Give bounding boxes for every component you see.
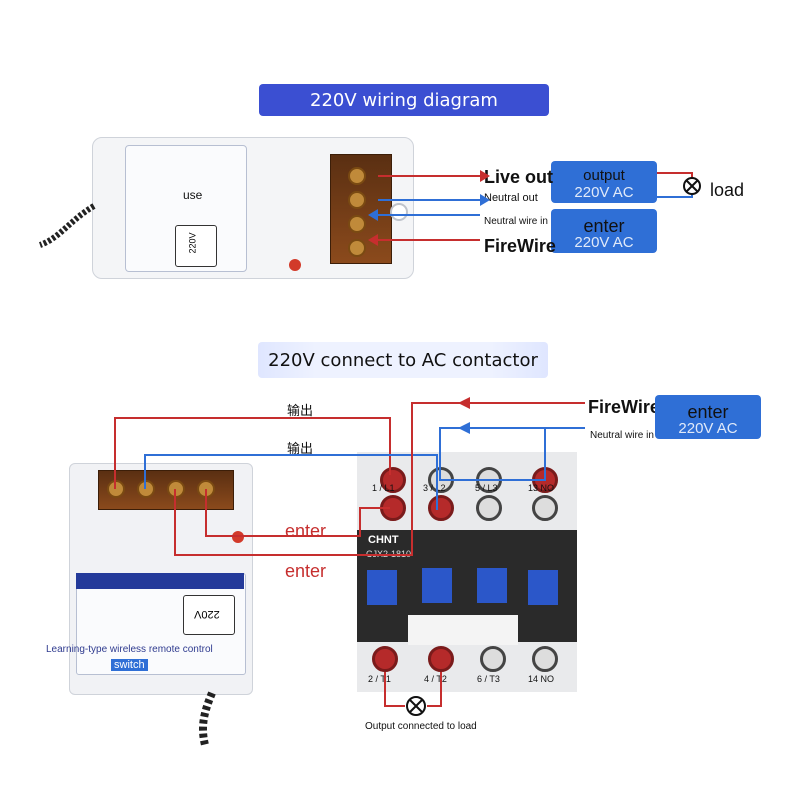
device-blue-stripe bbox=[76, 573, 244, 589]
device-caption-line-1: Learning-type wireless remote control bbox=[46, 644, 213, 655]
enter-box-label-top: enter bbox=[583, 216, 625, 236]
mount-hole-top bbox=[390, 203, 408, 221]
load-wire-bottom-left bbox=[384, 672, 405, 707]
terminal-label-top-3: 5 / L3 bbox=[475, 483, 498, 493]
load-lamp-cross-2 bbox=[685, 179, 699, 193]
neutral-wire-in-label-bottom: Neutral wire in bbox=[590, 430, 654, 441]
title-ac-contactor-text: 220V connect to AC contactor bbox=[268, 349, 538, 371]
contactor-face-panel bbox=[408, 615, 518, 645]
contactor-brand: CHNT bbox=[368, 534, 399, 546]
power-cable-top bbox=[38, 203, 96, 248]
output-label-1: 输出 bbox=[287, 403, 314, 418]
load-caption-bottom: Output connected to load bbox=[365, 721, 477, 732]
neutral-out-arrow bbox=[480, 194, 490, 206]
enter-box-sub-bottom: 220V AC bbox=[678, 420, 738, 437]
title-ac-contactor-bg bbox=[258, 342, 548, 378]
contactor-blue-block bbox=[367, 570, 397, 605]
enter-220v-box-bottom: enter 220V AC bbox=[655, 395, 761, 439]
neutral-in-arrow bbox=[368, 209, 378, 221]
firewire-bottom-arrow bbox=[458, 397, 470, 409]
top-wires bbox=[368, 170, 701, 246]
neutral-wire-in-label-top: Neutral wire in bbox=[484, 216, 548, 227]
output-220v-box: output 220V AC bbox=[551, 161, 657, 203]
firewire-label-top: FireWire bbox=[484, 236, 556, 256]
terminal-label-top-4: 13 NO bbox=[528, 483, 555, 493]
terminal-label-top-2: 3 / L2 bbox=[423, 483, 446, 493]
contactor-screw-l1 bbox=[380, 467, 406, 493]
terminal-screw bbox=[348, 215, 366, 233]
output-box-sub: 220V AC bbox=[574, 184, 634, 201]
contactor-screw-14no bbox=[532, 646, 558, 672]
device-mode-panel-top: 220V bbox=[175, 225, 217, 267]
firewire-label-bottom: FireWire bbox=[588, 397, 660, 417]
terminal-label-bottom-1: 2 / T1 bbox=[368, 674, 391, 684]
title-wiring-diagram-text: 220V wiring diagram bbox=[310, 89, 498, 111]
firewire-in-arrow bbox=[368, 234, 378, 246]
terminal-screw bbox=[348, 167, 366, 185]
load-lamp-bottom-cross-2 bbox=[409, 699, 423, 713]
contactor-screw bbox=[532, 495, 558, 521]
live-out-arrow bbox=[480, 170, 490, 182]
contactor-blue-block bbox=[477, 568, 507, 603]
terminal-label-bottom-2: 4 / T2 bbox=[424, 674, 447, 684]
indicator-led-top bbox=[289, 259, 301, 271]
bottom-wires bbox=[114, 397, 585, 716]
output-wire-blue bbox=[144, 454, 438, 510]
terminal-screw bbox=[348, 239, 366, 257]
contactor-screw-t2 bbox=[428, 646, 454, 672]
contactor-screw-a2 bbox=[428, 495, 454, 521]
live-out-label: Live out bbox=[484, 167, 554, 187]
terminal-label-top-1: 1 / L1 bbox=[372, 483, 395, 493]
load-wire-bottom-right bbox=[427, 672, 442, 707]
enter-wire bbox=[205, 489, 390, 537]
output-wire-red bbox=[114, 417, 391, 489]
output-box-label: output bbox=[583, 167, 625, 184]
device-caption-line-2: switch bbox=[111, 659, 148, 671]
contactor-blue-block bbox=[528, 570, 558, 605]
enter-box-label-bottom: enter bbox=[687, 402, 729, 422]
enter-label-2: enter bbox=[285, 561, 327, 581]
contactor-blue-block bbox=[422, 568, 452, 603]
output-label-2: 输出 bbox=[287, 441, 314, 456]
contactor-screw bbox=[476, 495, 502, 521]
device-use-text: use bbox=[183, 188, 203, 202]
neutral-out-label: Neutral out bbox=[484, 192, 538, 204]
load-label: load bbox=[710, 180, 745, 200]
contactor-screw-t1 bbox=[372, 646, 398, 672]
title-ac-contactor: 220V connect to AC contactor bbox=[258, 342, 548, 378]
power-cable-bottom bbox=[199, 691, 216, 746]
neutral-in-bottom bbox=[439, 427, 585, 481]
contactor-screw-t3 bbox=[480, 646, 506, 672]
enter-box-sub-top: 220V AC bbox=[574, 234, 634, 251]
title-wiring-diagram: 220V wiring diagram bbox=[259, 84, 549, 116]
device-mode-panel-bottom: 220V bbox=[183, 595, 235, 635]
terminal-label-bottom-3: 6 / T3 bbox=[477, 674, 500, 684]
terminal-label-bottom-4: 14 NO bbox=[528, 674, 555, 684]
neutral-in-bottom-arrow bbox=[458, 422, 470, 434]
enter-220v-box-top: enter 220V AC bbox=[551, 209, 657, 253]
terminal-screw bbox=[348, 191, 366, 209]
